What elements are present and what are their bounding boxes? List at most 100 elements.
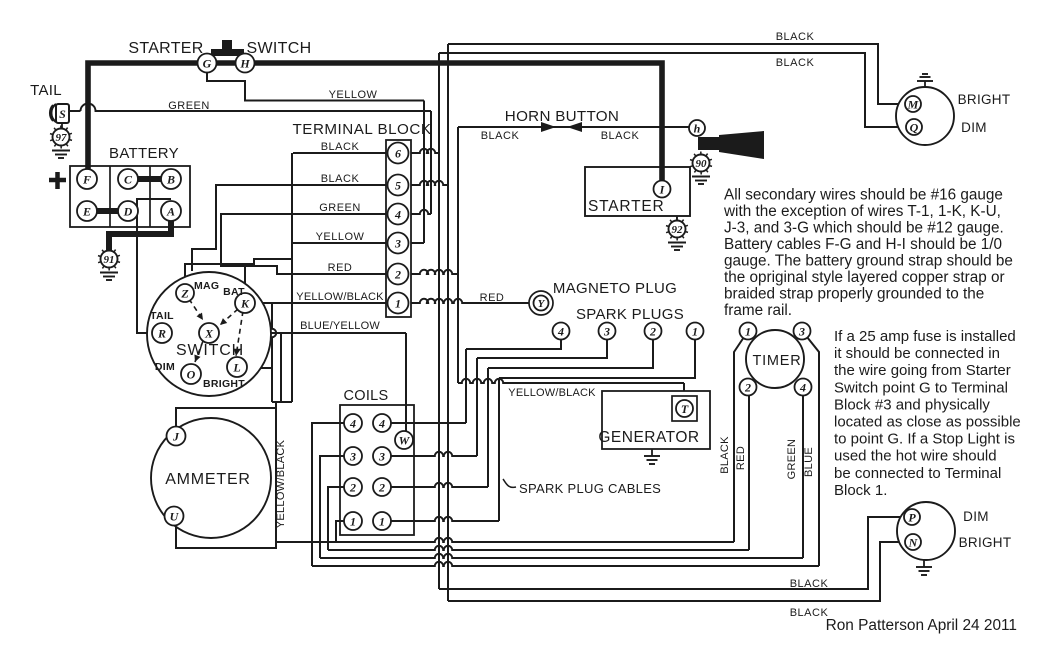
svg-text:TAIL: TAIL [30, 82, 62, 99]
svg-text:TERMINAL BLOCK: TERMINAL BLOCK [293, 121, 432, 138]
svg-text:Ron Patterson April 24 2011: Ron Patterson April 24 2011 [826, 617, 1017, 634]
svg-text:TAIL: TAIL [150, 310, 174, 322]
svg-text:to point G. If a Stop Light is: to point G. If a Stop Light is [834, 431, 1015, 448]
svg-text:3: 3 [603, 324, 610, 338]
svg-text:K: K [240, 296, 250, 310]
svg-text:YELLOW: YELLOW [329, 89, 378, 101]
svg-text:3: 3 [394, 236, 401, 250]
svg-text:J-3, and 3-G which should be: J-3, and 3-G which should be #12 gauge. [724, 220, 1004, 237]
svg-text:5: 5 [395, 178, 401, 192]
svg-text:YELLOW/BLACK: YELLOW/BLACK [296, 291, 384, 303]
svg-text:S: S [59, 107, 66, 121]
svg-text:1: 1 [379, 514, 385, 528]
svg-text:Block 1.: Block 1. [834, 482, 887, 499]
svg-text:2: 2 [349, 480, 356, 494]
svg-text:BRIGHT: BRIGHT [958, 92, 1011, 107]
svg-text:it should be connected in: it should be connected in [834, 345, 1000, 362]
svg-text:4: 4 [349, 416, 356, 430]
svg-text:O: O [187, 367, 196, 381]
svg-text:L: L [232, 360, 240, 374]
svg-text:4: 4 [557, 324, 564, 338]
svg-text:DIM: DIM [963, 509, 989, 524]
svg-text:GREEN: GREEN [786, 439, 798, 480]
svg-text:SWITCH: SWITCH [247, 40, 312, 57]
svg-text:braided strap properly grounde: braided strap properly grounded to the [724, 286, 984, 303]
svg-text:2: 2 [394, 267, 401, 281]
svg-text:frame rail.: frame rail. [724, 302, 792, 319]
svg-text:Block #3 and physically: Block #3 and physically [834, 396, 990, 413]
svg-text:GENERATOR: GENERATOR [598, 429, 699, 446]
svg-text:SWITCH: SWITCH [176, 342, 244, 359]
svg-text:RED: RED [328, 262, 353, 274]
svg-text:4: 4 [394, 207, 401, 221]
svg-text:3: 3 [378, 449, 385, 463]
svg-text:4: 4 [378, 416, 385, 430]
svg-text:M: M [907, 97, 919, 111]
svg-text:BLUE: BLUE [803, 447, 815, 477]
svg-text:BLACK: BLACK [790, 607, 829, 619]
svg-text:2: 2 [649, 324, 656, 338]
svg-text:YELLOW/BLACK: YELLOW/BLACK [275, 439, 287, 528]
svg-text:4: 4 [799, 380, 806, 394]
svg-text:1: 1 [692, 324, 698, 338]
svg-text:with the exception of wires T-: with the exception of wires T-1, 1-K, K-… [723, 203, 1001, 220]
svg-text:All secondary wires should be: All secondary wires should be #16 gauge [724, 187, 1003, 204]
svg-text:A: A [166, 204, 175, 218]
svg-text:HORN BUTTON: HORN BUTTON [505, 108, 619, 125]
svg-text:SPARK PLUGS: SPARK PLUGS [576, 306, 684, 323]
svg-text:H: H [239, 56, 250, 70]
svg-text:91: 91 [104, 254, 115, 266]
svg-text:BATTERY: BATTERY [109, 145, 179, 162]
svg-text:3: 3 [349, 449, 356, 463]
svg-text:E: E [82, 204, 91, 218]
svg-text:BRIGHT: BRIGHT [959, 535, 1012, 550]
svg-text:COILS: COILS [343, 388, 388, 404]
svg-text:BAT: BAT [223, 286, 245, 298]
svg-text:BLACK: BLACK [790, 578, 829, 590]
svg-text:GREEN: GREEN [319, 202, 361, 214]
svg-text:R: R [157, 326, 166, 340]
svg-text:BLUE/YELLOW: BLUE/YELLOW [300, 320, 380, 332]
svg-text:the opriginal style layered co: the opriginal style layered copper strap… [724, 269, 1005, 286]
svg-text:F: F [82, 172, 91, 186]
svg-text:Switch point G to Terminal: Switch point G to Terminal [834, 379, 1008, 396]
svg-text:STARTER: STARTER [588, 198, 665, 215]
svg-text:STARTER: STARTER [128, 40, 203, 57]
svg-text:3: 3 [798, 324, 805, 338]
svg-text:BLACK: BLACK [321, 141, 360, 153]
svg-text:Q: Q [910, 120, 919, 134]
svg-text:YELLOW/BLACK: YELLOW/BLACK [508, 387, 596, 399]
svg-text:N: N [908, 535, 919, 549]
svg-text:90: 90 [696, 158, 708, 170]
svg-text:BLACK: BLACK [719, 436, 731, 474]
svg-text:J: J [172, 429, 180, 443]
svg-text:X: X [204, 326, 214, 340]
svg-text:U: U [170, 509, 180, 523]
svg-text:BLACK: BLACK [321, 173, 360, 185]
svg-text:BRIGHT: BRIGHT [203, 378, 245, 390]
svg-text:BLACK: BLACK [776, 31, 815, 43]
svg-text:BLACK: BLACK [776, 57, 815, 69]
svg-text:YELLOW: YELLOW [316, 231, 365, 243]
svg-text:TIMER: TIMER [752, 353, 801, 369]
svg-text:BLACK: BLACK [601, 130, 640, 142]
svg-text:1: 1 [350, 514, 356, 528]
svg-text:MAGNETO PLUG: MAGNETO PLUG [553, 280, 677, 297]
svg-text:RED: RED [480, 292, 505, 304]
svg-text:used the hot wire should: used the hot wire should [834, 448, 997, 465]
svg-text:GREEN: GREEN [168, 100, 210, 112]
svg-text:G: G [203, 56, 212, 70]
svg-text:the wire going from Starter: the wire going from Starter [834, 362, 1011, 379]
svg-text:Z: Z [180, 286, 189, 300]
svg-text:AMMETER: AMMETER [165, 471, 251, 488]
svg-text:Battery cables F-G and H-I sho: Battery cables F-G and H-I should be 1/0 [724, 236, 1002, 253]
svg-text:be connected to Terminal: be connected to Terminal [834, 465, 1001, 482]
svg-text:DIM: DIM [961, 120, 987, 135]
svg-text:6: 6 [395, 146, 401, 160]
svg-text:SPARK PLUG CABLES: SPARK PLUG CABLES [519, 481, 661, 496]
svg-text:C: C [124, 172, 133, 186]
svg-text:B: B [166, 172, 175, 186]
svg-text:T: T [681, 402, 689, 416]
svg-text:97: 97 [56, 132, 68, 144]
svg-text:92: 92 [672, 224, 684, 236]
